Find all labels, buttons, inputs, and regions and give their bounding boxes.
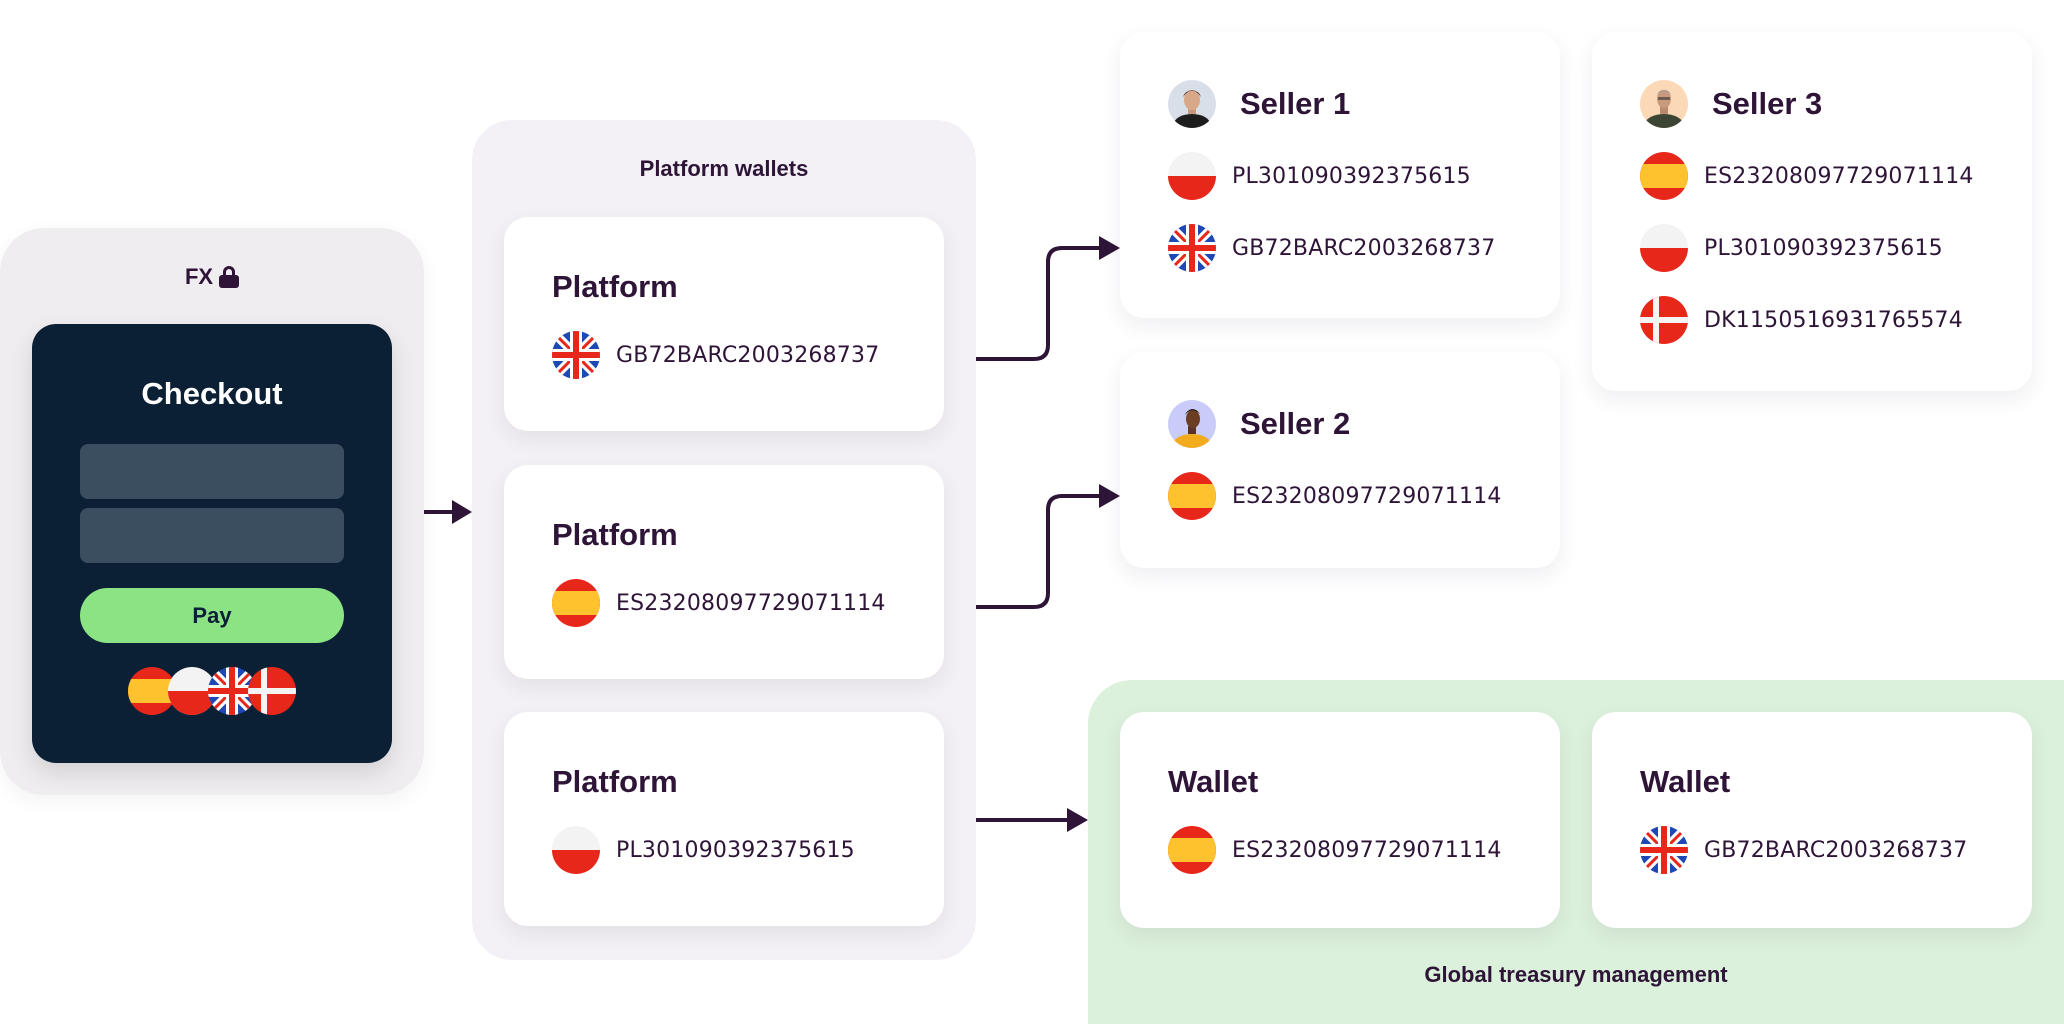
account-row: ES23208097729071114 xyxy=(552,579,886,627)
flag-pl-icon xyxy=(1640,224,1688,272)
checkout-input-1[interactable] xyxy=(80,444,344,499)
iban-text: ES23208097729071114 xyxy=(616,590,886,616)
seller-name: Seller 2 xyxy=(1240,406,1351,441)
fx-label-text: FX xyxy=(184,264,214,289)
lock-icon xyxy=(219,266,240,288)
arrow-platform-es-to-seller-2 xyxy=(976,494,1102,609)
iban-text: PL301090392375615 xyxy=(1704,235,1943,261)
wallet-title: Wallet xyxy=(1168,764,1259,799)
flag-gb-icon xyxy=(552,331,600,379)
iban-text: PL301090392375615 xyxy=(1232,163,1471,189)
checkout-input-2[interactable] xyxy=(80,508,344,563)
checkout-title: Checkout xyxy=(141,376,283,411)
arrowhead-icon xyxy=(1099,236,1120,260)
flag-es-icon xyxy=(1640,152,1688,200)
avatar-seller-3 xyxy=(1640,80,1688,128)
iban-text: DK1150516931765574 xyxy=(1704,307,1963,333)
flag-dk-icon xyxy=(248,667,296,715)
platform-card-gb[interactable]: Platform GB72BARC2003268737 xyxy=(504,217,944,431)
account-row: PL301090392375615 xyxy=(1640,224,1943,272)
seller-card-1[interactable]: Seller 1 PL301090392375615 GB72BARC20032… xyxy=(1120,32,1560,318)
iban-text: PL301090392375615 xyxy=(616,837,855,863)
treasury-wallet-gb[interactable]: Wallet GB72BARC2003268737 xyxy=(1592,712,2032,928)
flag-es-icon xyxy=(1168,472,1216,520)
seller-card-3[interactable]: Seller 3 ES23208097729071114 PL301090392… xyxy=(1592,32,2032,391)
treasury-wallet-es[interactable]: Wallet ES23208097729071114 xyxy=(1120,712,1560,928)
currency-flags xyxy=(128,667,298,715)
flag-gb-icon xyxy=(1640,826,1688,874)
flag-pl-icon xyxy=(552,826,600,874)
account-row: GB72BARC2003268737 xyxy=(1168,224,1495,272)
iban-text: GB72BARC2003268737 xyxy=(1704,837,1968,863)
seller-name: Seller 1 xyxy=(1240,86,1351,121)
platform-card-title: Platform xyxy=(552,517,678,552)
arrowhead-icon xyxy=(1099,484,1120,508)
seller-name: Seller 3 xyxy=(1712,86,1823,121)
arrowhead-icon xyxy=(1067,808,1088,832)
iban-text: GB72BARC2003268737 xyxy=(616,342,880,368)
seller-header: Seller 2 xyxy=(1168,400,1350,448)
account-row: PL301090392375615 xyxy=(1168,152,1471,200)
platform-card-pl[interactable]: Platform PL301090392375615 xyxy=(504,712,944,926)
flag-gb-icon xyxy=(1168,224,1216,272)
checkout-widget: Checkout Pay xyxy=(32,324,392,763)
platform-card-title: Platform xyxy=(552,764,678,799)
account-row: DK1150516931765574 xyxy=(1640,296,1963,344)
account-row: ES23208097729071114 xyxy=(1168,826,1502,874)
seller-card-2[interactable]: Seller 2 ES23208097729071114 xyxy=(1120,352,1560,568)
flag-es-icon xyxy=(552,579,600,627)
account-row: ES23208097729071114 xyxy=(1168,472,1502,520)
iban-text: ES23208097729071114 xyxy=(1232,483,1502,509)
avatar-seller-1 xyxy=(1168,80,1216,128)
iban-text: GB72BARC2003268737 xyxy=(1232,235,1496,261)
platform-wallets-title: Platform wallets xyxy=(639,156,809,181)
fx-label: FX xyxy=(0,264,424,290)
flag-pl-icon xyxy=(1168,152,1216,200)
account-row: ES23208097729071114 xyxy=(1640,152,1974,200)
account-row: PL301090392375615 xyxy=(552,826,855,874)
wallet-title: Wallet xyxy=(1640,764,1731,799)
platform-card-title: Platform xyxy=(552,269,678,304)
avatar-seller-2 xyxy=(1168,400,1216,448)
iban-text: ES23208097729071114 xyxy=(1232,837,1502,863)
arrowhead-icon xyxy=(452,500,472,524)
iban-text: ES23208097729071114 xyxy=(1704,163,1974,189)
account-row: GB72BARC2003268737 xyxy=(552,331,879,379)
arrow-platform-gb-to-seller-1 xyxy=(976,246,1102,361)
flag-dk-icon xyxy=(1640,296,1688,344)
global-treasury-label: Global treasury management xyxy=(1424,962,1728,987)
account-row: GB72BARC2003268737 xyxy=(1640,826,1967,874)
platform-wallets-panel: Platform wallets Platform GB72BARC200326… xyxy=(472,120,976,960)
seller-header: Seller 3 xyxy=(1640,80,1822,128)
seller-header: Seller 1 xyxy=(1168,80,1350,128)
global-treasury-panel: Wallet ES23208097729071114 Wallet GB72BA… xyxy=(1088,680,2064,1024)
pay-button[interactable]: Pay xyxy=(80,588,344,643)
flag-es-icon xyxy=(1168,826,1216,874)
fx-panel: FX Checkout Pay xyxy=(0,228,424,795)
platform-card-es[interactable]: Platform ES23208097729071114 xyxy=(504,465,944,679)
